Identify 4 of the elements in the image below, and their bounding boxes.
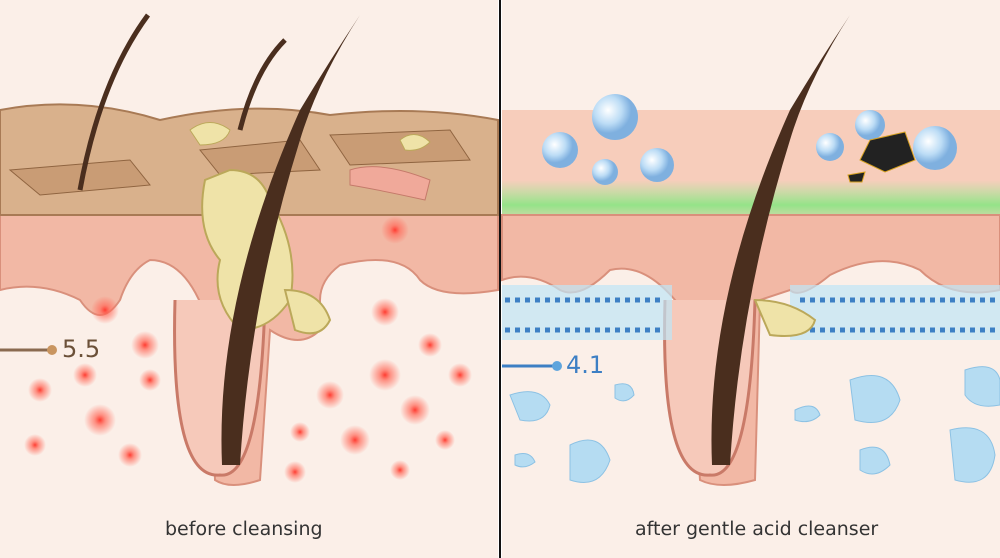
panel-caption: before cleansing: [165, 518, 323, 540]
ph-value: 5.5: [62, 335, 100, 363]
ph-value: 4.1: [566, 351, 604, 379]
panel-caption: after gentle acid cleanser: [635, 518, 878, 540]
